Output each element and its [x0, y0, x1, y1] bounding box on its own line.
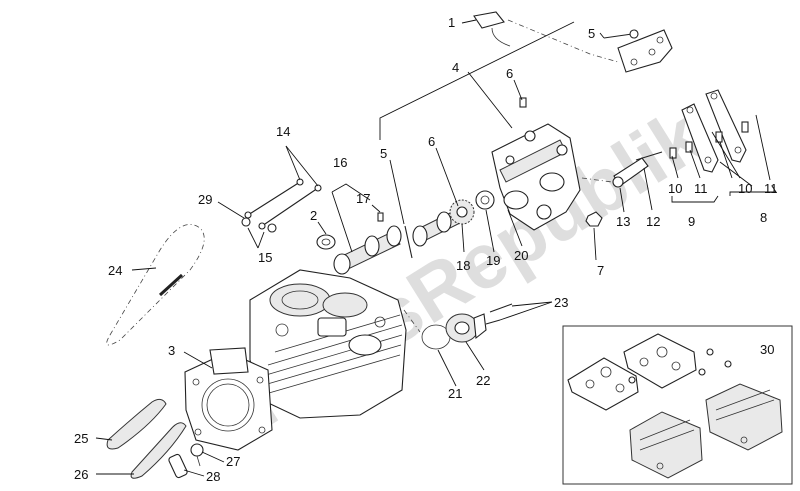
- leader-lines: [95, 19, 777, 477]
- tensioner-plunger: [168, 453, 188, 479]
- label-24: 24: [108, 263, 122, 278]
- label-18: 18: [456, 258, 470, 273]
- camshaft: [333, 225, 402, 275]
- nut-7: [585, 211, 603, 227]
- label-5-top: 5: [588, 26, 595, 41]
- small-pin-17: [377, 212, 384, 222]
- camshaft-seal: [316, 234, 336, 250]
- label-15: 15: [258, 250, 272, 265]
- part-labels: 1 5 4 6 6 5 14 16 17 29 2 15 24 18 19 20…: [74, 15, 778, 484]
- label-21: 21: [448, 386, 462, 401]
- label-26: 26: [74, 467, 88, 482]
- rocker-leader-dashed: [581, 177, 613, 183]
- label-13: 13: [616, 214, 630, 229]
- label-1: 1: [448, 15, 455, 30]
- label-3: 3: [168, 343, 175, 358]
- label-10-left: 10: [668, 181, 682, 196]
- label-27: 27: [226, 454, 240, 469]
- label-5-mid: 5: [380, 146, 387, 161]
- label-6-gear: 6: [428, 134, 435, 149]
- label-29: 29: [198, 192, 212, 207]
- chain-guide-26: [130, 422, 187, 479]
- cam-carrier: [491, 123, 581, 231]
- cover-22: [445, 313, 487, 343]
- label-16: 16: [333, 155, 347, 170]
- fitting-6-top: [519, 97, 527, 108]
- label-30: 30: [760, 342, 774, 357]
- chain-guide-25: [106, 398, 167, 450]
- label-20: 20: [514, 248, 528, 263]
- label-25: 25: [74, 431, 88, 446]
- label-11-right: 11: [764, 181, 778, 196]
- label-8: 8: [760, 210, 767, 225]
- adjusters: [669, 121, 749, 159]
- label-2: 2: [310, 208, 317, 223]
- rocker-arm-8: [705, 89, 747, 163]
- cap-bolt-5: [603, 29, 639, 39]
- camshaft-gear-assembly: [404, 190, 495, 259]
- gasket-kit-box: [562, 325, 793, 485]
- label-10-right: 10: [738, 181, 752, 196]
- label-17: 17: [356, 191, 370, 206]
- label-9: 9: [688, 214, 695, 229]
- rocker-shaft-13: [612, 157, 649, 188]
- label-4: 4: [452, 60, 459, 75]
- label-12: 12: [646, 214, 660, 229]
- tensioner-bolt: [190, 443, 204, 467]
- timing-chain: [106, 224, 205, 346]
- label-23: 23: [554, 295, 568, 310]
- label-22: 22: [476, 373, 490, 388]
- pump-leader-dashed: [403, 309, 421, 333]
- cylinder-head: [249, 269, 407, 419]
- cover-plate: [617, 29, 673, 73]
- bolts-23: [485, 303, 513, 325]
- label-11-left: 11: [694, 181, 708, 196]
- label-28: 28: [206, 469, 220, 484]
- label-6-top: 6: [506, 66, 513, 81]
- top-bracket: [473, 11, 511, 47]
- label-19: 19: [486, 253, 500, 268]
- head-gasket: [184, 347, 273, 451]
- valve-stems: [241, 178, 322, 233]
- top-leader-dashed: [507, 19, 619, 63]
- label-14: 14: [276, 124, 290, 139]
- label-7: 7: [597, 263, 604, 278]
- rocker-arm-9: [681, 103, 719, 173]
